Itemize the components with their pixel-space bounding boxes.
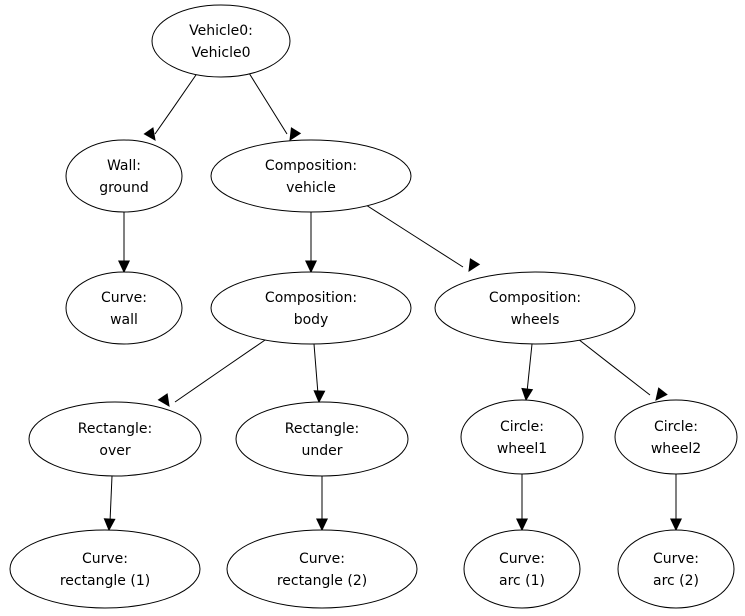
node-label-name: ground bbox=[99, 180, 149, 196]
graph-node-curve_rectangle_1[interactable]: Curve: rectangle (1) bbox=[9, 529, 201, 609]
node-label-type: Curve: bbox=[101, 290, 147, 306]
graph-edge bbox=[157, 337, 269, 407]
graph-edge bbox=[316, 476, 328, 532]
graph-node-vehicle0[interactable]: Vehicle0: Vehicle0 bbox=[151, 4, 291, 78]
node-label-type: Composition: bbox=[265, 290, 357, 306]
node-label-type: Circle: bbox=[654, 419, 698, 435]
node-label-name: body bbox=[294, 312, 329, 328]
node-label-type: Vehicle0: bbox=[189, 23, 253, 39]
graph-node-composition_wheels[interactable]: Composition: wheels bbox=[434, 271, 636, 345]
node-ellipse[interactable] bbox=[151, 4, 291, 78]
node-ellipse[interactable] bbox=[65, 271, 183, 345]
graph-node-circle_wheel2[interactable]: Circle: wheel2 bbox=[614, 399, 738, 475]
node-label-name: arc (1) bbox=[499, 573, 545, 589]
graph-node-curve_rectangle_2[interactable]: Curve: rectangle (2) bbox=[226, 529, 418, 609]
edge-arrowhead-icon bbox=[143, 127, 156, 141]
node-label-name: wheel1 bbox=[497, 441, 547, 457]
graph-node-composition_vehicle[interactable]: Composition: vehicle bbox=[210, 139, 412, 213]
graph-node-curve_wall[interactable]: Curve: wall bbox=[65, 271, 183, 345]
edge-arrowhead-icon bbox=[313, 390, 326, 404]
node-label-type: Composition: bbox=[265, 158, 357, 174]
node-ellipse[interactable] bbox=[434, 271, 636, 345]
node-ellipse[interactable] bbox=[235, 401, 409, 477]
node-label-type: Rectangle: bbox=[78, 421, 152, 437]
node-label-name: wall bbox=[110, 312, 138, 328]
node-label-type: Circle: bbox=[500, 419, 544, 435]
node-label-type: Composition: bbox=[489, 290, 581, 306]
node-ellipse[interactable] bbox=[460, 399, 584, 475]
nodes-layer: Vehicle0:Vehicle0Wall:groundComposition:… bbox=[9, 4, 738, 609]
graph-node-composition_body[interactable]: Composition: body bbox=[210, 271, 412, 345]
node-ellipse[interactable] bbox=[65, 139, 183, 213]
node-label-name: over bbox=[99, 443, 130, 459]
node-label-name: rectangle (2) bbox=[277, 573, 367, 589]
graph-edge bbox=[103, 475, 116, 532]
graph-edge bbox=[670, 474, 682, 532]
graph-edge bbox=[521, 343, 534, 402]
node-label-type: Rectangle: bbox=[285, 421, 359, 437]
node-label-type: Curve: bbox=[499, 551, 545, 567]
edge-arrowhead-icon bbox=[103, 518, 116, 532]
edge-line bbox=[526, 343, 533, 393]
graph-edge bbox=[313, 343, 326, 404]
edge-line bbox=[577, 338, 651, 396]
node-ellipse[interactable] bbox=[617, 529, 735, 609]
edge-line bbox=[109, 475, 113, 523]
node-label-name: vehicle bbox=[286, 180, 336, 196]
edge-arrowhead-icon bbox=[157, 393, 170, 407]
graph-edge bbox=[248, 72, 302, 141]
edge-arrowhead-icon bbox=[305, 260, 317, 274]
node-label-type: Curve: bbox=[653, 551, 699, 567]
graph-edge bbox=[118, 212, 130, 274]
graph-edge bbox=[516, 474, 528, 532]
node-label-name: rectangle (1) bbox=[60, 573, 150, 589]
node-ellipse[interactable] bbox=[9, 529, 201, 609]
edge-arrowhead-icon bbox=[516, 518, 528, 532]
node-label-name: Vehicle0 bbox=[192, 45, 251, 61]
edge-line bbox=[154, 71, 199, 135]
graph-edge bbox=[143, 71, 199, 141]
node-label-type: Curve: bbox=[82, 551, 128, 567]
edge-arrowhead-icon bbox=[655, 387, 668, 401]
graph-edge bbox=[305, 212, 317, 274]
edge-arrowhead-icon bbox=[316, 518, 328, 532]
graph-node-circle_wheel1[interactable]: Circle: wheel1 bbox=[460, 399, 584, 475]
graph-edge bbox=[365, 204, 481, 272]
edge-line bbox=[248, 72, 288, 135]
edge-arrowhead-icon bbox=[118, 260, 130, 274]
graph-node-wall_ground[interactable]: Wall: ground bbox=[65, 139, 183, 213]
node-ellipse[interactable] bbox=[210, 271, 412, 345]
node-ellipse[interactable] bbox=[226, 529, 418, 609]
node-label-name: wheels bbox=[511, 312, 560, 328]
graph-node-rectangle_over[interactable]: Rectangle: over bbox=[28, 401, 202, 477]
edge-arrowhead-icon bbox=[468, 258, 481, 272]
node-label-type: Curve: bbox=[299, 551, 345, 567]
edge-arrowhead-icon bbox=[521, 387, 534, 402]
graph-node-curve_arc_1[interactable]: Curve: arc (1) bbox=[463, 529, 581, 609]
edge-line bbox=[313, 343, 319, 395]
edge-arrowhead-icon bbox=[289, 127, 302, 141]
node-label-name: wheel2 bbox=[651, 441, 701, 457]
graph-edge bbox=[577, 338, 668, 401]
node-label-type: Wall: bbox=[107, 158, 141, 174]
node-label-name: under bbox=[301, 443, 342, 459]
node-ellipse[interactable] bbox=[463, 529, 581, 609]
edge-line bbox=[365, 204, 464, 268]
edge-line bbox=[174, 337, 269, 403]
node-ellipse[interactable] bbox=[28, 401, 202, 477]
graph-node-curve_arc_2[interactable]: Curve: arc (2) bbox=[617, 529, 735, 609]
graph-node-rectangle_under[interactable]: Rectangle: under bbox=[235, 401, 409, 477]
node-label-name: arc (2) bbox=[653, 573, 699, 589]
edge-arrowhead-icon bbox=[670, 518, 682, 532]
node-ellipse[interactable] bbox=[210, 139, 412, 213]
node-ellipse[interactable] bbox=[614, 399, 738, 475]
edges-layer bbox=[103, 71, 682, 532]
